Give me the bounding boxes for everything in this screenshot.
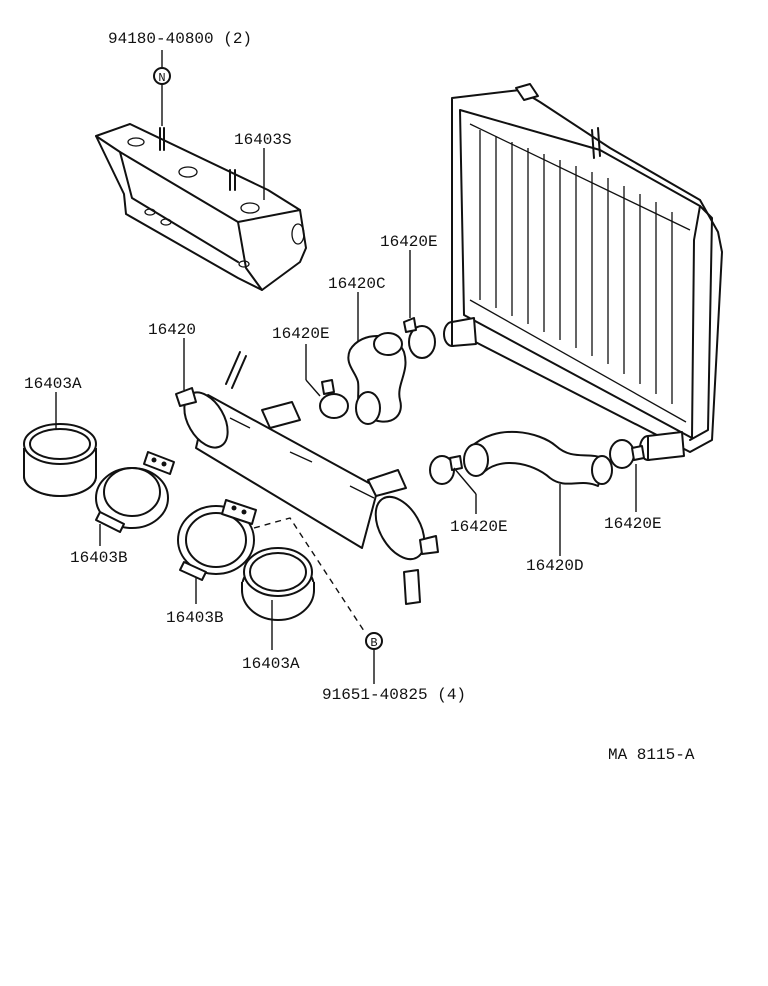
bracket [95,123,307,291]
upper-hose [347,332,407,425]
bolt-n-marker: N [158,71,165,85]
label-clamp-e-low: 16420E [450,518,508,536]
label-bracket: 16403S [234,131,292,149]
label-bolt-n-part: 94180-40800 (2) [108,30,252,48]
label-band-b-mid: 16403B [166,609,224,627]
cover-band-middle [177,499,315,621]
water-pipe [175,351,439,605]
bolt-b-dashed-leader [253,517,367,635]
label-cover-a-mid: 16403A [242,655,300,673]
cover-band-left [23,423,175,533]
label-figure-code: MA 8115-A [608,746,695,764]
leader-lines [55,50,637,684]
label-band-b-left: 16403B [70,549,128,567]
label-hose-c: 16420C [328,275,386,293]
label-bolt-b-part: 91651-40825 (4) [322,686,466,704]
bolt-b-marker: B [370,636,377,650]
label-clamp-e-top: 16420E [380,233,438,251]
label-pipe: 16420 [148,321,196,339]
label-clamp-e-mid: 16420E [272,325,330,343]
label-cover-a-left: 16403A [24,375,82,393]
hose-clamps [319,317,645,485]
radiator [443,83,723,461]
part-labels: 94180-40800 (2) 16403S 16420E 16420C 164… [24,30,695,764]
lower-hose [463,430,613,487]
label-clamp-e-right: 16420E [604,515,662,533]
label-hose-d: 16420D [526,557,584,575]
